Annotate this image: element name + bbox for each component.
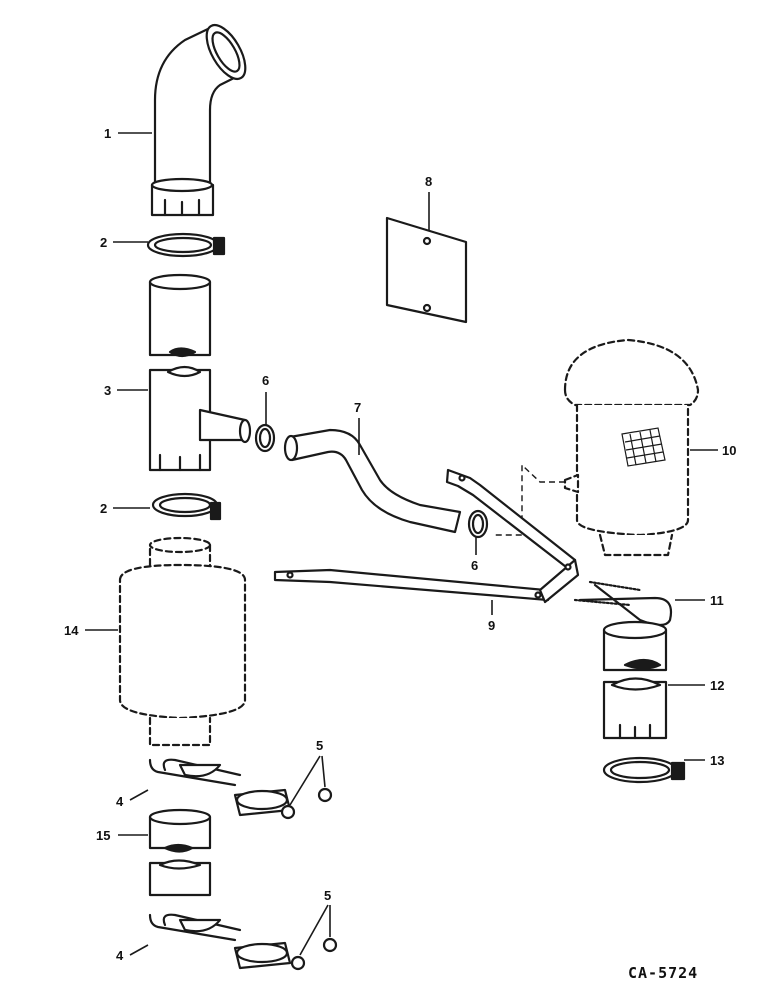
callout-2-lower: 2 [100, 501, 107, 516]
callout-4-lower: 4 [116, 948, 124, 963]
part-9-bracket [273, 468, 580, 604]
part-6-ring-lower [467, 509, 489, 539]
callout-13: 13 [710, 753, 724, 768]
leader-lines [85, 132, 718, 956]
part-2-upper-clamp [146, 232, 226, 258]
part-6-ring-upper [254, 423, 276, 453]
part-10-mesh-patch [621, 427, 666, 467]
leader-5-lower [299, 904, 331, 956]
part-1-exhaust-elbow [150, 23, 247, 217]
leader-5-upper [289, 755, 326, 806]
leader-4-upper [129, 789, 149, 801]
callout-8: 8 [425, 174, 432, 189]
part-15-pipe-coupling [148, 808, 212, 897]
part-14-muffler [118, 536, 247, 747]
callout-11: 11 [710, 593, 724, 608]
callout-6-lower: 6 [471, 558, 478, 573]
callout-4-upper: 4 [116, 794, 124, 809]
callout-12: 12 [710, 678, 724, 693]
callout-6-upper: 6 [262, 373, 269, 388]
part-7-bent-hose [283, 428, 462, 534]
callout-15: 15 [96, 828, 110, 843]
part-4-u-bolt-upper [148, 758, 292, 817]
part-2-lower-clamp [151, 492, 222, 521]
part-5-nuts-upper [280, 787, 333, 820]
part-8-plate [385, 216, 468, 324]
callout-14: 14 [64, 623, 79, 638]
callout-9: 9 [488, 618, 495, 633]
part-12-adapter-pipe [602, 620, 668, 740]
callout-3: 3 [104, 383, 111, 398]
callout-2-upper: 2 [100, 235, 107, 250]
callout-5-lower: 5 [324, 888, 331, 903]
callout-10: 10 [722, 443, 736, 458]
callout-5-upper: 5 [316, 738, 323, 753]
drawing-id: CA-5724 [628, 964, 698, 982]
leader-4-lower [129, 944, 149, 956]
callout-1: 1 [104, 126, 111, 141]
part-11-u-bolt [573, 580, 673, 627]
part-3-tee-pipe [148, 273, 252, 472]
part-4-u-bolt-lower [148, 913, 292, 970]
callout-7: 7 [354, 400, 361, 415]
part-10-air-cleaner [563, 338, 700, 557]
part-5-nuts-lower [290, 937, 338, 971]
part-13-clamp [602, 756, 686, 784]
